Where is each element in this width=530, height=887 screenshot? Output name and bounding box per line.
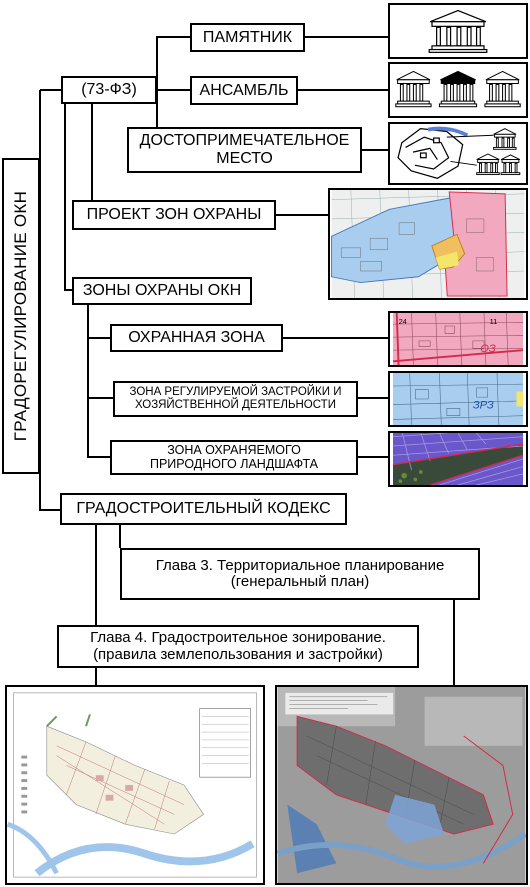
project-zones-map bbox=[328, 188, 528, 300]
root-title-box: ГРАДОРЕГУЛИРОВАНИЕ ОКН bbox=[2, 158, 40, 474]
landmark-site-plan-icon bbox=[397, 126, 521, 179]
landscape-zone-map-image bbox=[392, 433, 524, 485]
landmark-label-line1: ДОСТОПРИМЕЧАТЕЛЬНОЕ bbox=[139, 132, 350, 150]
ensemble-buildings-icon bbox=[395, 70, 521, 108]
ensemble-box: АНСАМБЛЬ bbox=[190, 76, 298, 105]
chapter3-line1: Глава 3. Территориальное планирование bbox=[155, 556, 445, 574]
zones-label: ЗОНЫ ОХРАНЫ ОКН bbox=[82, 282, 242, 300]
project-zones-map-image bbox=[331, 190, 525, 298]
landmark-box: ДОСТОПРИМЕЧАТЕЛЬНОЕ МЕСТО bbox=[127, 127, 362, 173]
project-box: ПРОЕКТ ЗОН ОХРАНЫ bbox=[72, 200, 276, 230]
monument-label: ПАМЯТНИК bbox=[202, 28, 293, 46]
landscape-zone-map bbox=[388, 431, 528, 487]
chapter4-line2: (правила землепользования и застройки) bbox=[93, 645, 383, 663]
chapter4-line1: Глава 4. Градостроительное зонирование. bbox=[90, 629, 386, 646]
protection-zone-label: ОХРАННАЯ ЗОНА bbox=[128, 329, 265, 347]
project-label: ПРОЕКТ ЗОН ОХРАНЫ bbox=[86, 206, 262, 224]
ensemble-label: АНСАМБЛЬ bbox=[199, 81, 289, 99]
monument-box: ПАМЯТНИК bbox=[190, 23, 305, 52]
chapter3-line2: (генеральный план) bbox=[230, 573, 370, 590]
landmark-label-line2: МЕСТО bbox=[216, 150, 273, 167]
monument-building-icon bbox=[428, 9, 488, 53]
general-plan-map-image bbox=[7, 687, 263, 883]
chapter3-box: Глава 3. Территориальное планирование (г… bbox=[120, 548, 480, 600]
law-label: (73-ФЗ) bbox=[81, 81, 137, 99]
regulated-zone-map: ЗРЗ bbox=[388, 371, 528, 427]
monument-picture bbox=[388, 3, 528, 59]
regulated-zone-box: ЗОНА РЕГУЛИРУЕМОЙ ЗАСТРОЙКИ И ХОЗЯЙСТВЕН… bbox=[113, 381, 358, 417]
ensemble-picture bbox=[388, 62, 528, 118]
zoning-rules-map bbox=[275, 685, 528, 885]
code-label: ГРАДОСТРОИТЕЛЬНЫЙ КОДЕКС bbox=[76, 500, 331, 518]
svg-text:24: 24 bbox=[399, 317, 407, 326]
root-title: ГРАДОРЕГУЛИРОВАНИЕ ОКН bbox=[11, 190, 30, 442]
landscape-zone-label-line2: ПРИРОДНОГО ЛАНДШАФТА bbox=[149, 456, 319, 471]
svg-text:11: 11 bbox=[490, 317, 498, 326]
protection-zone-map: 24 11 ОЗ bbox=[388, 311, 528, 367]
regulated-zone-label-line1: ЗОНА РЕГУЛИРУЕМОЙ ЗАСТРОЙКИ И bbox=[129, 386, 342, 399]
law-box: (73-ФЗ) bbox=[61, 76, 157, 104]
zrz-map-label: ЗРЗ bbox=[473, 399, 494, 411]
protection-zone-box: ОХРАННАЯ ЗОНА bbox=[110, 324, 283, 352]
zoning-rules-map-image bbox=[277, 687, 526, 883]
zones-box: ЗОНЫ ОХРАНЫ ОКН bbox=[72, 277, 252, 305]
regulated-zone-map-image: ЗРЗ bbox=[392, 373, 524, 425]
landscape-zone-box: ЗОНА ОХРАНЯЕМОГО ПРИРОДНОГО ЛАНДШАФТА bbox=[110, 440, 358, 475]
o3-map-label: ОЗ bbox=[480, 343, 496, 355]
general-plan-map bbox=[5, 685, 265, 885]
landscape-zone-label-line1: ЗОНА ОХРАНЯЕМОГО bbox=[167, 442, 301, 457]
protection-zone-map-image: 24 11 ОЗ bbox=[392, 313, 524, 365]
chapter4-box: Глава 4. Градостроительное зонирование. … bbox=[57, 625, 419, 668]
regulated-zone-label-line2: ХОЗЯЙСТВЕННОЙ ДЕЯТЕЛЬНОСТИ bbox=[135, 399, 336, 411]
code-box: ГРАДОСТРОИТЕЛЬНЫЙ КОДЕКС bbox=[60, 493, 347, 525]
landmark-picture bbox=[388, 122, 528, 185]
